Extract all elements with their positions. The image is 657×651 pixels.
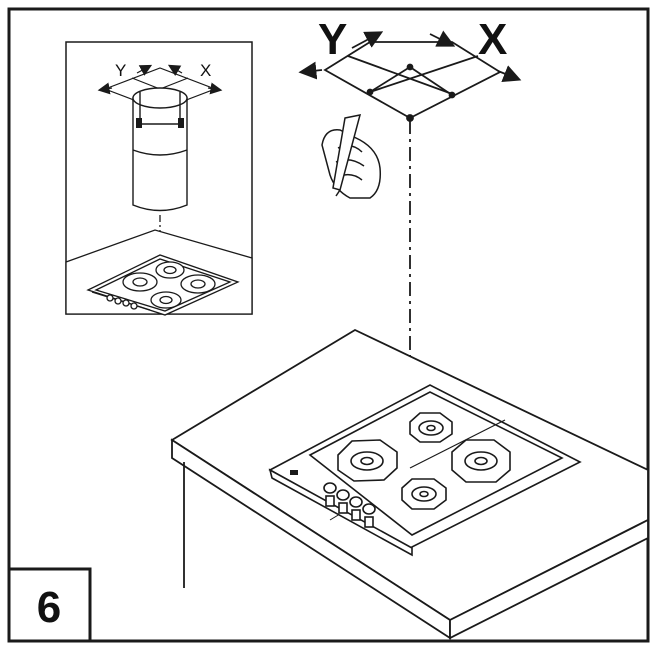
inset-y-label: Y xyxy=(115,61,126,80)
burner-back xyxy=(409,412,453,443)
step-number-box xyxy=(7,567,92,643)
inset-panel: Y X xyxy=(65,41,253,316)
main-y-label: Y xyxy=(318,15,347,64)
burner-right xyxy=(451,439,511,483)
inset-chimney xyxy=(132,87,188,212)
main-x-label: X xyxy=(478,15,507,64)
inset-hob xyxy=(65,229,253,316)
outer-border xyxy=(7,7,650,643)
main-axis-grid xyxy=(298,30,522,122)
step-number: 6 xyxy=(37,583,61,632)
burner-left xyxy=(337,439,398,482)
control-knobs xyxy=(290,470,376,528)
hand-with-pencil-icon xyxy=(321,114,382,199)
inset-x-label: X xyxy=(200,61,211,80)
main-hob xyxy=(268,384,582,557)
burner-front xyxy=(401,478,447,510)
